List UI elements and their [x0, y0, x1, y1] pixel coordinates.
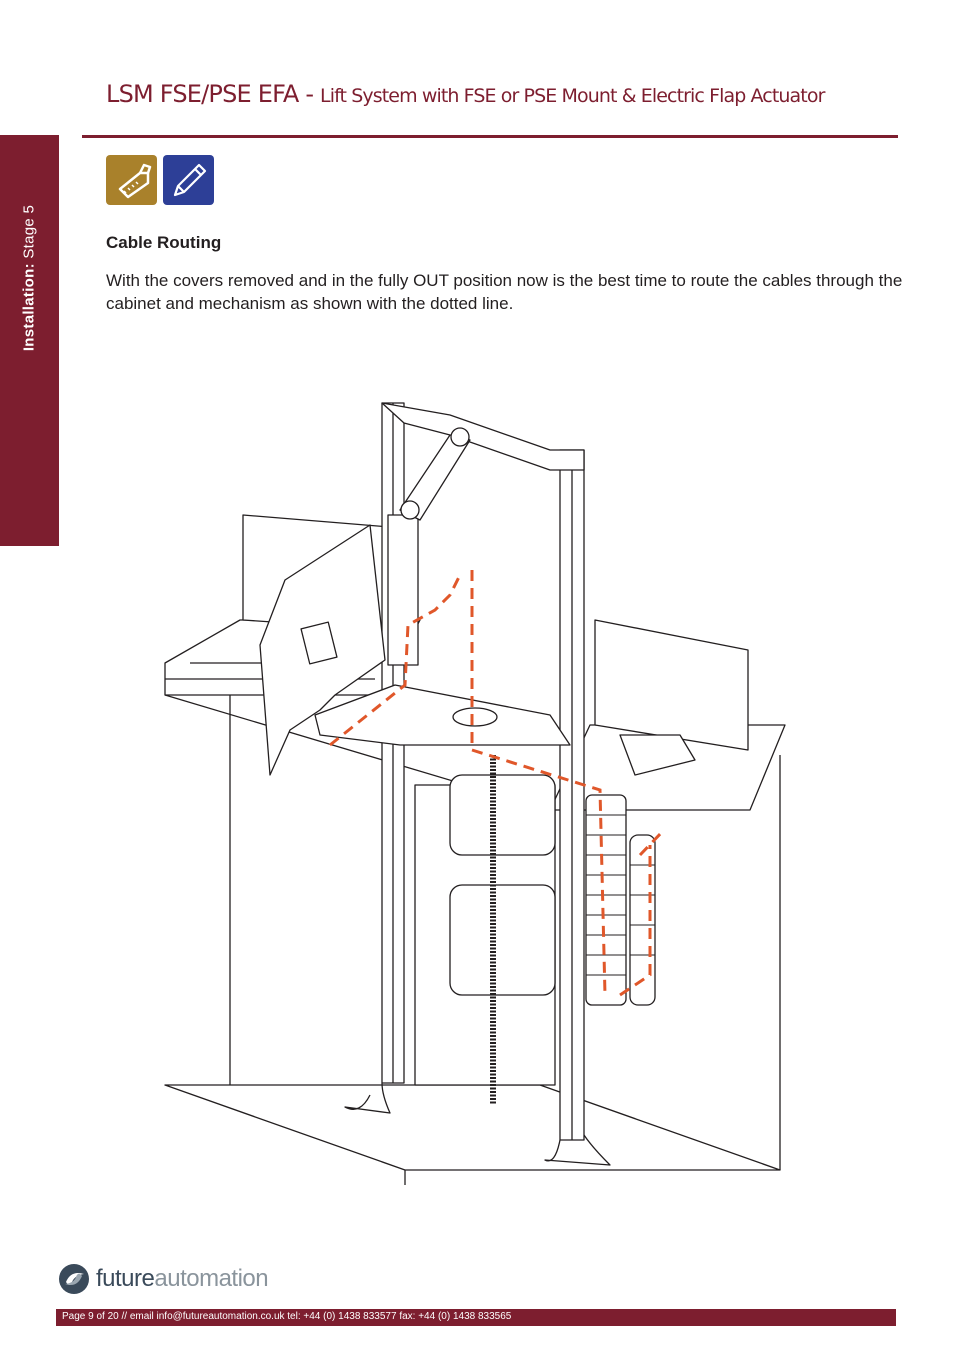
cable-chain-segments — [586, 814, 655, 976]
title-rule — [82, 135, 898, 138]
section-heading: Cable Routing — [106, 233, 222, 252]
footer-bar: Page 9 of 20 // email info@futureautomat… — [56, 1309, 896, 1326]
cabinet-base — [164, 1084, 781, 1171]
logo-swirl-icon — [59, 1264, 89, 1294]
title-main: LSM FSE/PSE EFA - — [106, 80, 321, 108]
company-logo-text: futureautomation — [96, 1265, 269, 1292]
frame-foot-left — [344, 1082, 391, 1114]
cable-route-line — [329, 570, 664, 997]
side-tab — [0, 135, 59, 546]
title-sub: Lift System with FSE or PSE Mount & Elec… — [320, 85, 825, 107]
frame-foot-right — [544, 1134, 611, 1166]
section-body: With the covers removed and in the fully… — [106, 271, 903, 313]
mount-pole — [387, 514, 419, 666]
lift-platform — [314, 684, 571, 746]
frame-top-bridge — [381, 402, 585, 471]
page-title: LSM FSE/PSE EFA - Lift System with FSE o… — [106, 80, 906, 108]
control-box — [619, 734, 696, 776]
tv-mount-plate — [259, 524, 386, 776]
cable-chain — [585, 794, 656, 1006]
pencil-icon — [163, 155, 214, 205]
cable-routing-diagram — [164, 402, 786, 1185]
footer-text: Page 9 of 20 // email info@futureautomat… — [62, 1311, 512, 1322]
lid-right — [594, 619, 749, 751]
tape-measure-icon — [106, 155, 157, 205]
side-tab-label: Installation: Stage 5 — [20, 204, 38, 352]
